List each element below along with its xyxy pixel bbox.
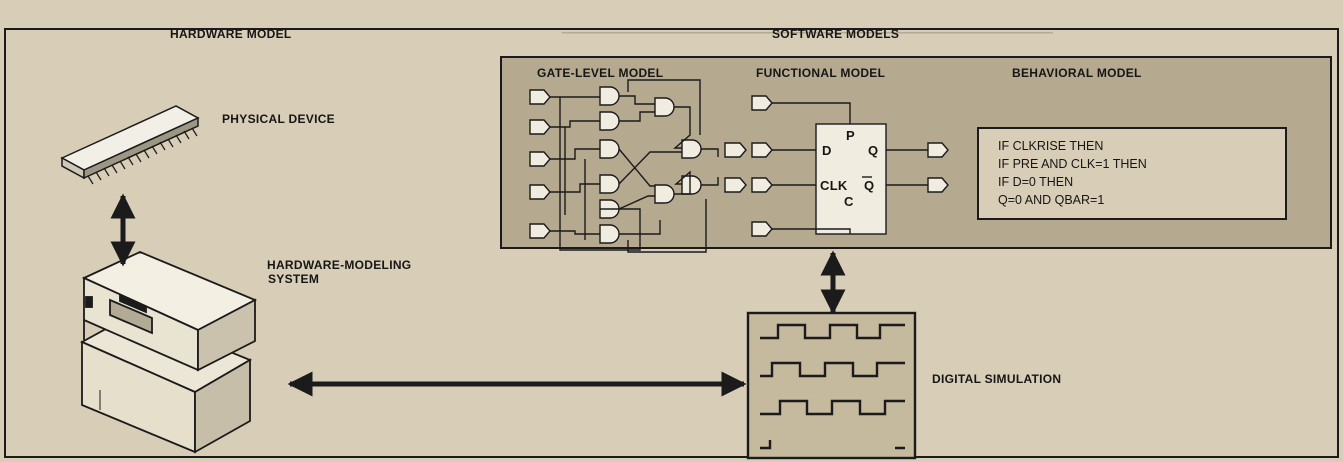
ff-clock-pin: CLK: [820, 178, 848, 193]
behavioral-code-line: IF D=0 THEN: [998, 175, 1074, 189]
digital-simulation-label: DIGITAL SIMULATION: [932, 372, 1062, 386]
ff-clear-pin: C: [844, 194, 854, 209]
behavioral-code-line: IF CLKRISE THEN: [998, 139, 1104, 153]
behavioral-model-label: BEHAVIORAL MODEL: [1012, 66, 1142, 80]
hardware-model-label: HARDWARE MODEL: [170, 27, 292, 41]
ff-data-pin: D: [822, 143, 832, 158]
functional-model-label: FUNCTIONAL MODEL: [756, 66, 886, 80]
hardware-modeling-system-label-line1: HARDWARE-MODELING: [267, 258, 412, 272]
hardware-modeling-system-icon: [79, 251, 258, 454]
hardware-modeling-system-label-line2: SYSTEM: [268, 272, 320, 286]
physical-device-label: PHYSICAL DEVICE: [222, 112, 335, 126]
functional-flipflop: [751, 95, 949, 237]
software-models-label: SOFTWARE MODELS: [772, 27, 900, 41]
ff-preset-pin: P: [846, 128, 855, 143]
behavioral-code-line: IF PRE AND CLK=1 THEN: [998, 157, 1147, 171]
gate-level-schematic: [529, 79, 719, 253]
figure-frame: [4, 28, 1339, 458]
gate-level-model-label: GATE-LEVEL MODEL: [537, 66, 664, 80]
behavioral-code-box: [977, 127, 1287, 220]
behavioral-code-line: Q=0 AND QBAR=1: [998, 193, 1105, 207]
waveform-display-icon: [746, 311, 917, 460]
chip-icon: [60, 105, 200, 185]
ff-output-pin: Q: [868, 143, 879, 158]
ff-output-bar-pin: Q: [864, 178, 875, 193]
